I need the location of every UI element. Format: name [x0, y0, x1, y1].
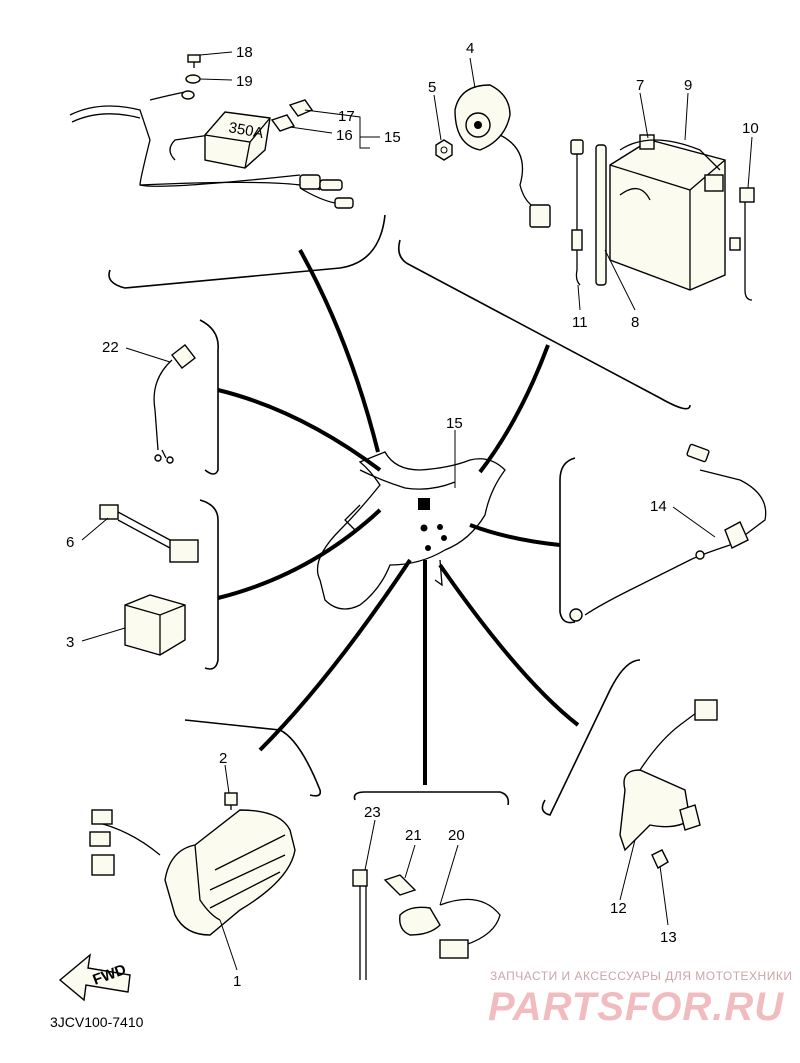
callout-4: 4 [466, 40, 474, 57]
cable-8-part [595, 144, 607, 286]
callout-21: 21 [405, 827, 422, 844]
leader-right-middle [469, 523, 561, 547]
component-location-marker [418, 498, 430, 510]
callout-11: 11 [572, 314, 588, 331]
group-frame-bottom-left [184, 719, 322, 797]
callout-2: 2 [219, 750, 227, 767]
watermark-tagline: ЗАПЧАСТИ И АКСЕССУАРЫ ДЛЯ МОТОТЕХНИКИ [490, 969, 793, 983]
callout-18: 18 [236, 44, 253, 61]
group-frame-top-right [397, 239, 691, 410]
group-frame-left-upper [199, 319, 219, 475]
leader-left-lower [217, 508, 382, 600]
bolt-2-part [224, 792, 238, 810]
fwd-arrow: FWD [58, 953, 131, 1002]
callout-3: 3 [66, 634, 74, 651]
relay-marking: 350A [227, 119, 264, 142]
callout-labels: 18 19 17 16 15 4 5 7 9 10 11 8 22 15 6 3… [66, 40, 759, 990]
group-frame-bottom-middle [353, 791, 510, 806]
callout-7: 7 [636, 77, 644, 94]
battery-9-part [609, 134, 726, 291]
callout-22: 22 [102, 339, 119, 356]
callout-20: 20 [448, 827, 465, 844]
motorcycle-outline [316, 451, 506, 610]
wire-harness-part [69, 91, 354, 209]
fuse-holder-11-part [570, 139, 584, 286]
bolt-21-part [383, 874, 417, 896]
callout-5: 5 [428, 79, 436, 96]
group-frame-right-middle [559, 457, 576, 624]
diagram-code: 3JCV100-7410 [50, 1014, 144, 1030]
group-frame-left-lower [199, 499, 219, 670]
leader-bottom-left [258, 558, 412, 752]
washer-19-part [185, 74, 201, 84]
relay-3-part [124, 594, 186, 656]
callout-14: 14 [650, 498, 667, 515]
leader-left-upper [217, 388, 382, 472]
cable-tie-23-part [352, 869, 368, 980]
nut-5-part [435, 139, 453, 161]
group-frame-top-left [108, 214, 386, 289]
callout-9: 9 [684, 77, 692, 94]
callout-15-center: 15 [446, 415, 463, 432]
callout-16: 16 [336, 127, 353, 144]
bolt-18-part [187, 54, 201, 68]
group-frame-bottom-right [541, 659, 641, 816]
callout-6: 6 [66, 534, 74, 551]
rectifier-1-part [89, 809, 296, 936]
callout-17: 17 [338, 108, 355, 125]
callout-12: 12 [610, 900, 627, 917]
callout-23: 23 [364, 804, 381, 821]
bolt-13-part [651, 849, 669, 870]
switch-20-part [399, 898, 501, 959]
leader-top-right [478, 344, 550, 474]
callout-leaders [81, 51, 753, 971]
lead-6-part [99, 504, 199, 563]
wire-lead-14-part [569, 443, 767, 622]
callout-10: 10 [742, 120, 759, 137]
callout-15-top: 15 [384, 129, 401, 146]
fuse-17-part [288, 99, 314, 117]
switch-12-part [619, 699, 718, 852]
callout-1: 1 [233, 973, 241, 990]
switch-22-part [153, 344, 196, 464]
switch-4-part [454, 84, 551, 228]
starter-relay-part: 350A [204, 111, 271, 169]
callout-13: 13 [660, 929, 677, 946]
watermark-brand: PARTSFOR.RU [488, 985, 785, 1029]
leader-top-left [298, 249, 380, 453]
fuse-holder-10-part [729, 187, 755, 301]
leader-bottom-right [438, 563, 580, 727]
fuse-16-part [270, 114, 296, 132]
callout-19: 19 [236, 73, 253, 90]
callout-8: 8 [631, 314, 639, 331]
eyelet-part [181, 90, 195, 100]
